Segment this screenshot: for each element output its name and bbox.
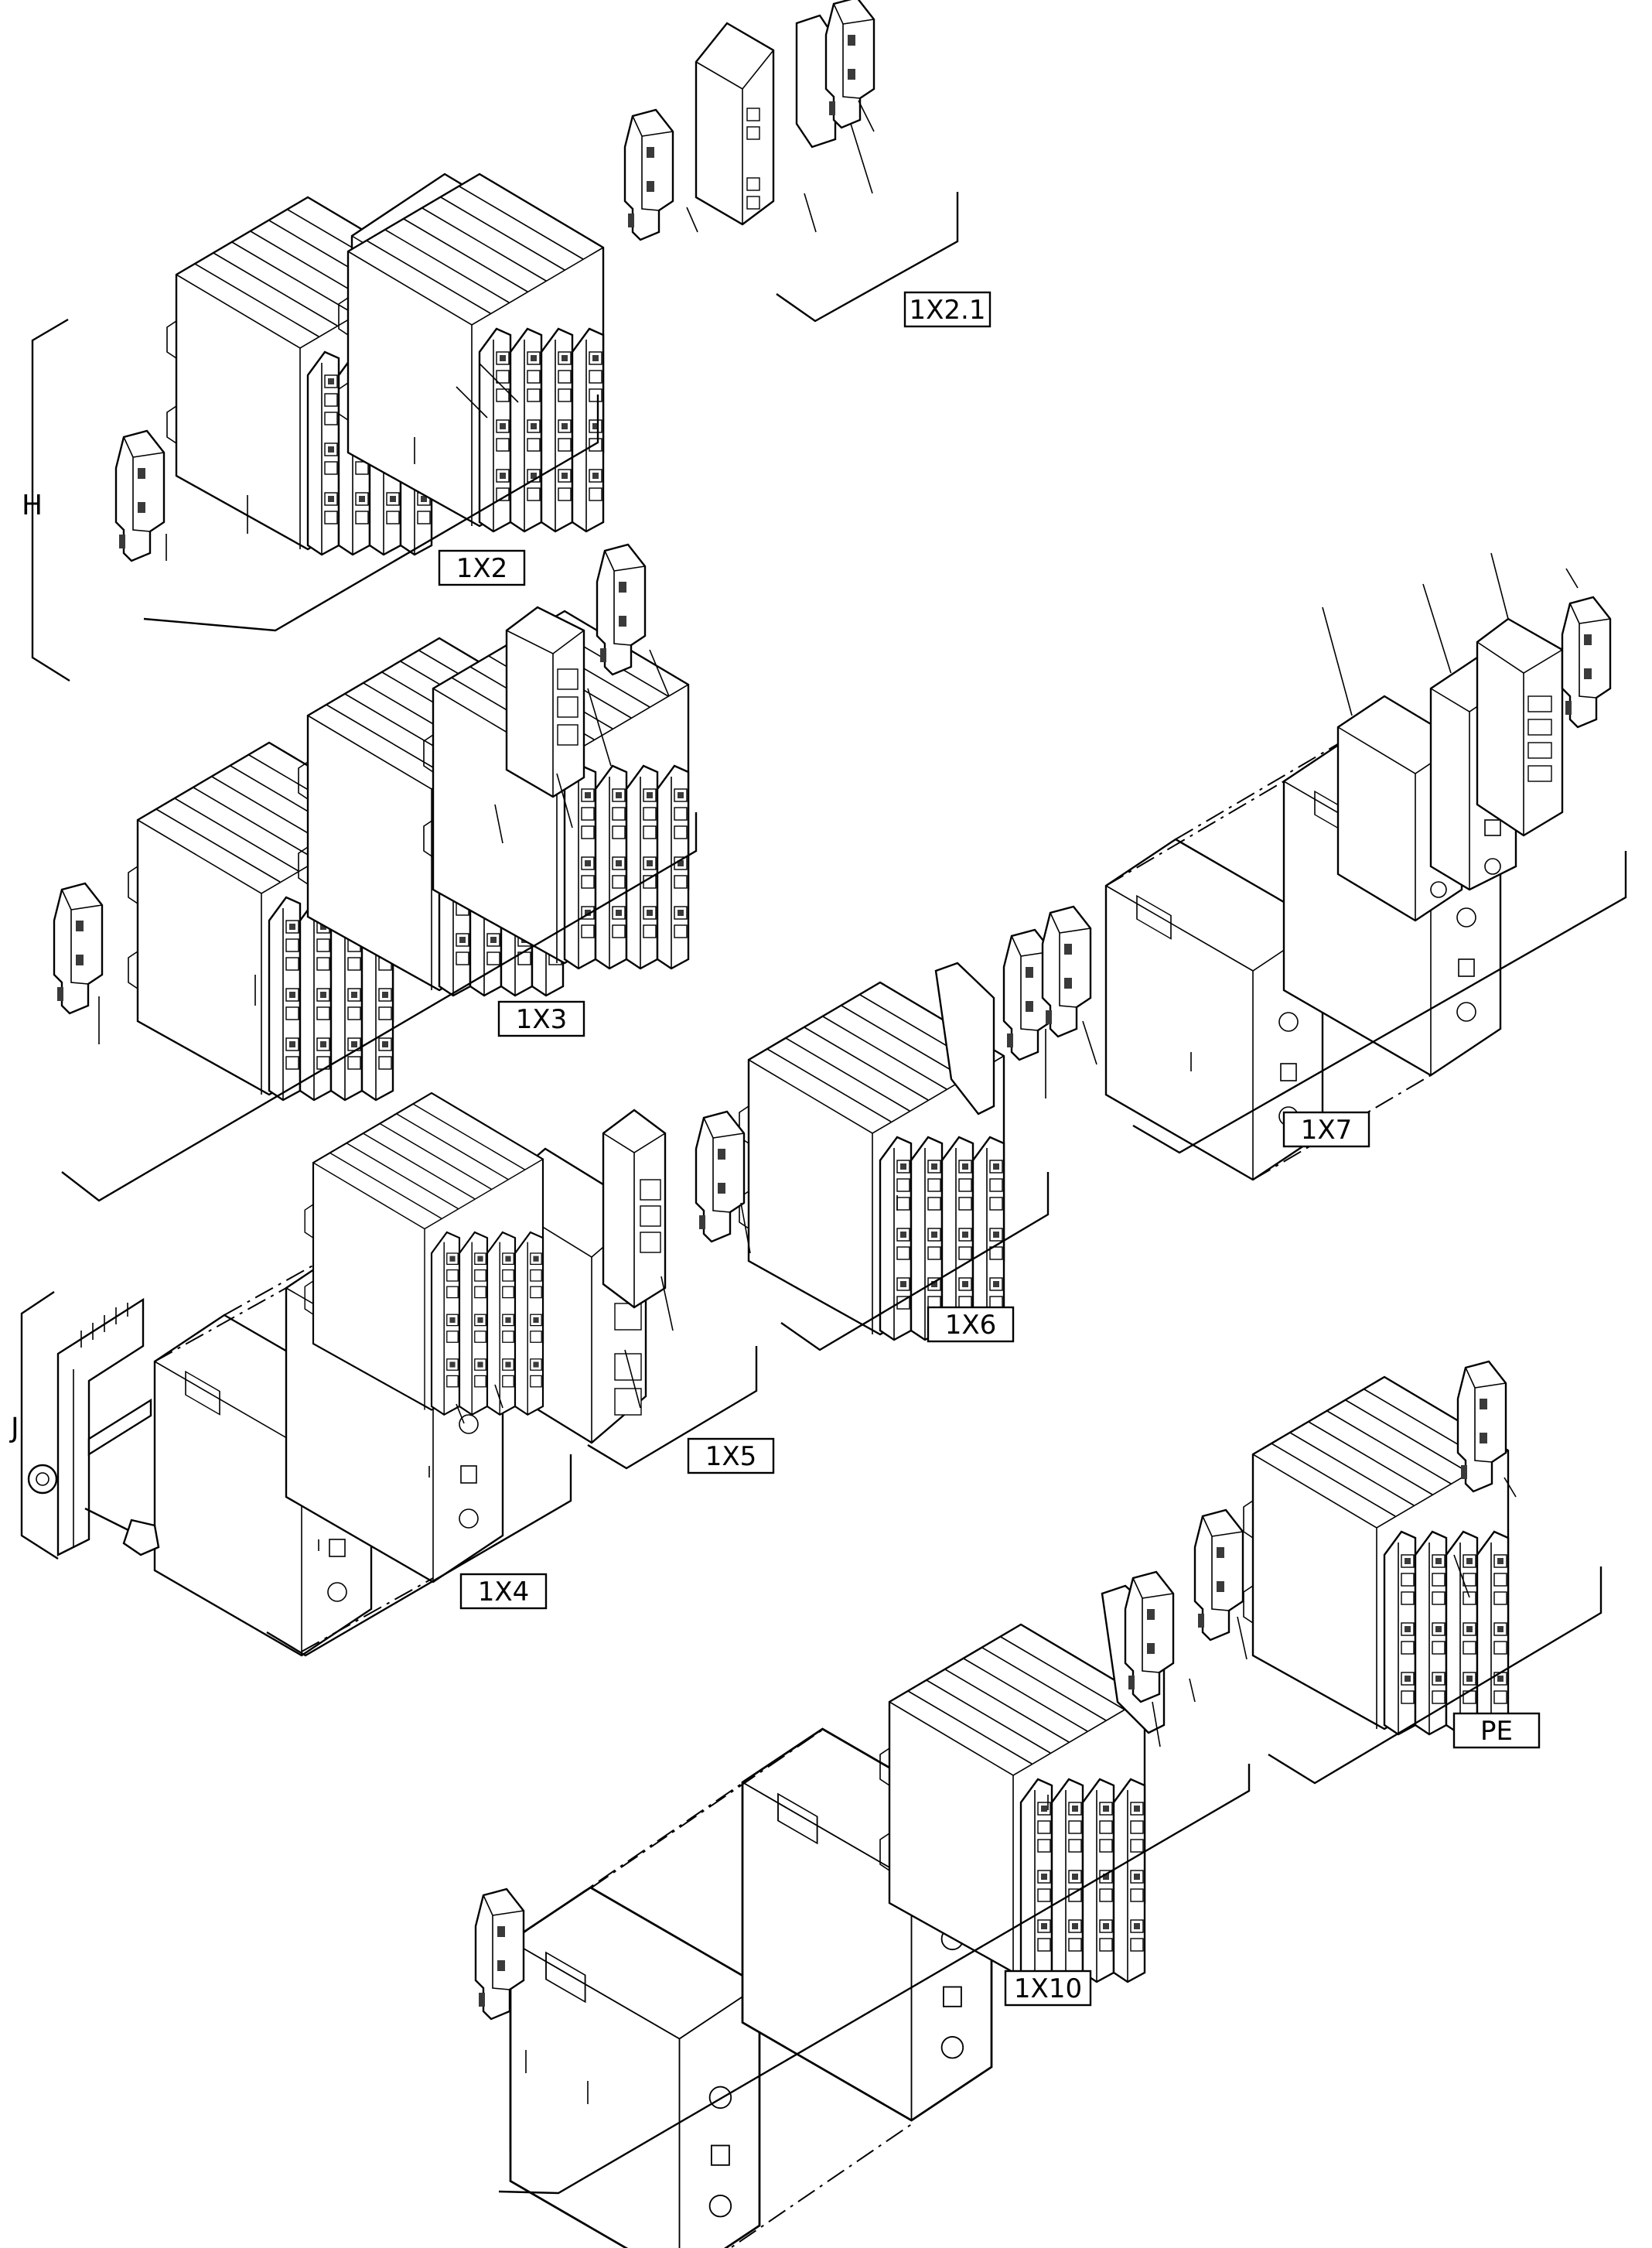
label-1x10: 1X10 — [1014, 1973, 1082, 2004]
group-1x4: 1X4 — [27, 1093, 572, 1657]
label-1x2: 1X2 — [456, 553, 508, 584]
group-1x3: 1X3 — [53, 543, 698, 1202]
label-1x6: 1X6 — [945, 1310, 997, 1341]
group-1x6: 1X6 — [695, 962, 1050, 1351]
group-1x2-1: 1X2.1 — [623, 0, 992, 328]
label-1x4: 1X4 — [478, 1577, 530, 1607]
label-pe: PE — [1480, 1716, 1513, 1747]
bracket-j: J — [9, 1291, 59, 1560]
group-1x10: 1X10 — [474, 1570, 1251, 2248]
label-1x5: 1X5 — [705, 1441, 757, 1472]
nut-bolt — [27, 1464, 160, 1556]
bracket-h: H — [22, 318, 70, 682]
group-pe: PE — [1193, 1360, 1603, 1785]
label-1x2-1: 1X2.1 — [910, 295, 986, 326]
group-1x7: 1X7 — [1002, 552, 1627, 1181]
label-h: H — [22, 490, 43, 521]
label-1x7: 1X7 — [1301, 1115, 1353, 1146]
label-j: J — [9, 1413, 19, 1444]
mounting-rail — [56, 1297, 152, 1556]
group-1x2: 1X2 — [114, 173, 603, 632]
label-1x3: 1X3 — [516, 1004, 568, 1035]
